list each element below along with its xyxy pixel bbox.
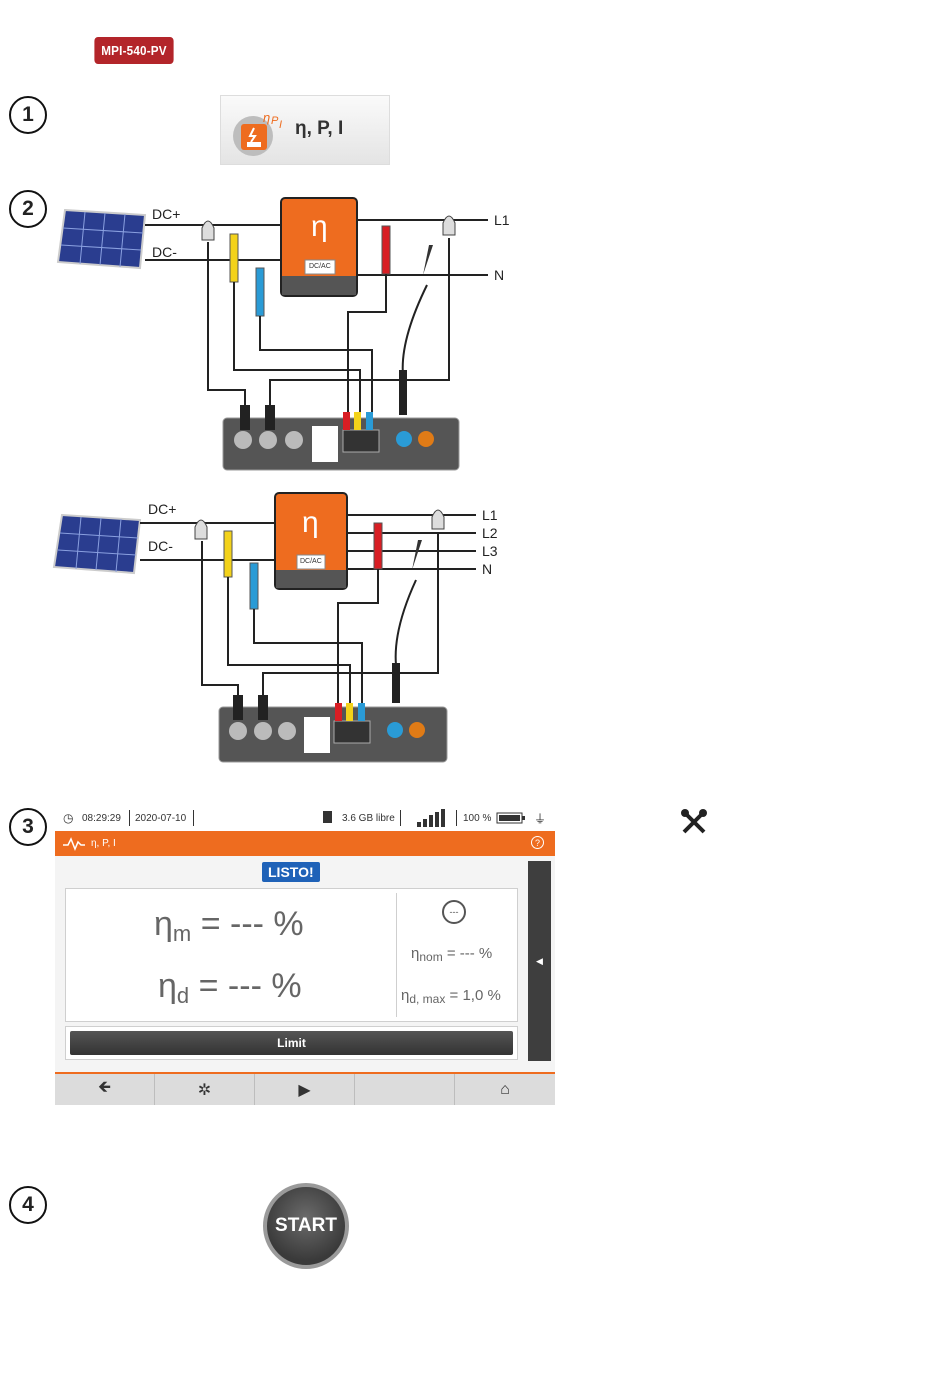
status-time: 08:29:29	[82, 813, 121, 824]
back-icon: 🡸	[98, 1076, 111, 1103]
settings-icon: ✲	[198, 1080, 211, 1100]
eta-m-value: ηm = --- %	[154, 905, 304, 947]
settings-button[interactable]: ✲	[155, 1074, 255, 1105]
plug-icon: ⏚	[534, 810, 546, 827]
home-icon: ⌂	[500, 1081, 510, 1099]
three-phase-wiring-diagram	[0, 485, 560, 770]
limit-button[interactable]: Limit	[70, 1031, 513, 1055]
solar-panel-icon	[54, 515, 140, 573]
title-bar: η, P, I ?	[55, 831, 555, 856]
line-l1-label: L1	[482, 507, 498, 523]
function-tile[interactable]: η P I η, P, I	[220, 95, 390, 165]
screen-title: η, P, I	[91, 838, 116, 849]
inverter-label: DC/AC	[309, 263, 331, 270]
tools-icon	[680, 808, 708, 836]
home-button[interactable]: ⌂	[455, 1074, 555, 1105]
status-indicator-icon: ---	[442, 900, 466, 924]
waveform-icon	[63, 837, 85, 851]
single-phase-wiring-diagram	[0, 190, 560, 480]
svg-text:η: η	[263, 110, 270, 125]
help-icon[interactable]: ?	[531, 836, 544, 849]
status-date: 2020-07-10	[135, 813, 186, 824]
start-button[interactable]: START	[263, 1183, 349, 1269]
side-panel-tab[interactable]: ◀	[528, 861, 551, 1061]
inverter-symbol: η	[311, 210, 328, 244]
line-n-label: N	[494, 267, 504, 283]
battery-icon	[496, 812, 526, 824]
empty-button[interactable]	[355, 1074, 455, 1105]
dc-minus-label: DC-	[148, 538, 173, 554]
line-l2-label: L2	[482, 525, 498, 541]
svg-text:I: I	[279, 119, 282, 131]
back-button[interactable]: 🡸	[55, 1074, 155, 1105]
clock-icon: ◷	[63, 811, 73, 825]
status-bar: ◷ 08:29:29 2020-07-10 3.6 GB libre 100 %…	[55, 805, 555, 831]
ready-status-badge: LISTO!	[262, 862, 320, 882]
status-battery-percent: 100 %	[463, 813, 491, 824]
inverter-label: DC/AC	[300, 558, 322, 565]
eta-d-value: ηd = --- %	[158, 967, 302, 1009]
line-l3-label: L3	[482, 543, 498, 559]
signal-strength-icon	[417, 808, 447, 828]
triangle-left-icon: ◀	[536, 956, 543, 967]
sd-card-icon	[323, 811, 332, 823]
line-n-label: N	[482, 561, 492, 577]
eta-nom-value: ηnom = --- %	[411, 945, 492, 964]
inverter-symbol: η	[302, 506, 319, 540]
eta-dmax-value: ηd, max = 1,0 %	[401, 987, 501, 1006]
dc-plus-label: DC+	[152, 206, 180, 222]
model-badge: MPI-540-PV	[94, 37, 173, 64]
step-1-marker: 1	[9, 96, 47, 134]
play-button[interactable]: ▶	[255, 1074, 355, 1105]
step-4-marker: 4	[9, 1186, 47, 1224]
device-screen: ◷ 08:29:29 2020-07-10 3.6 GB libre 100 %…	[55, 805, 555, 1105]
results-panel: ηm = --- % ηd = --- % --- ηnom = --- % η…	[65, 888, 518, 1022]
step-3-marker: 3	[9, 808, 47, 846]
measurement-area: LISTO! ηm = --- % ηd = --- % --- ηnom = …	[55, 856, 555, 1072]
limit-panel: Limit	[65, 1026, 518, 1060]
dc-minus-label: DC-	[152, 244, 177, 260]
eta-p-i-function-icon: η P I	[227, 104, 289, 160]
function-label: η, P, I	[295, 118, 343, 140]
bottom-toolbar: 🡸 ✲ ▶ ⌂	[55, 1072, 555, 1105]
solar-panel-icon	[58, 210, 145, 268]
status-storage: 3.6 GB libre	[342, 813, 395, 824]
line-l1-label: L1	[494, 212, 510, 228]
svg-text:P: P	[271, 115, 279, 127]
dc-plus-label: DC+	[148, 501, 176, 517]
play-icon: ▶	[298, 1080, 310, 1100]
